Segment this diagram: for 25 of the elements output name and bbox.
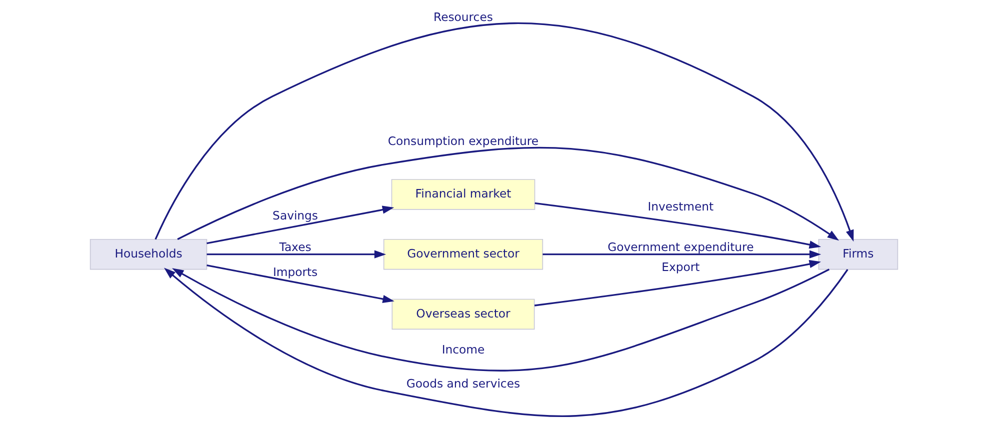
edge-label: Resources bbox=[434, 10, 493, 24]
edge-label: Consumption expenditure bbox=[388, 134, 539, 148]
arrow bbox=[534, 260, 821, 306]
edge-label: Income bbox=[442, 342, 485, 356]
node-box: Financial market bbox=[391, 179, 536, 210]
arrow bbox=[206, 264, 394, 304]
arrow bbox=[177, 146, 840, 241]
edge-label: Government expenditure bbox=[608, 240, 754, 254]
edge-label: Investment bbox=[648, 199, 714, 214]
arrow bbox=[164, 268, 848, 417]
arrow bbox=[172, 268, 830, 372]
node-box: Households bbox=[90, 238, 208, 270]
arrow bbox=[542, 250, 822, 258]
node-box: Firms bbox=[818, 238, 898, 270]
edge-label: Taxes bbox=[279, 240, 312, 254]
edge-label: Imports bbox=[272, 265, 318, 280]
arrow bbox=[206, 250, 386, 258]
edge-label: Goods and services bbox=[406, 376, 520, 391]
node-box: Government sector bbox=[383, 238, 544, 270]
arrow bbox=[154, 22, 854, 242]
edge-label: Savings bbox=[272, 208, 318, 223]
node-box: Overseas sector bbox=[392, 298, 535, 330]
edge-label: Export bbox=[662, 260, 700, 274]
arrow bbox=[534, 202, 821, 249]
arrow bbox=[206, 206, 394, 244]
